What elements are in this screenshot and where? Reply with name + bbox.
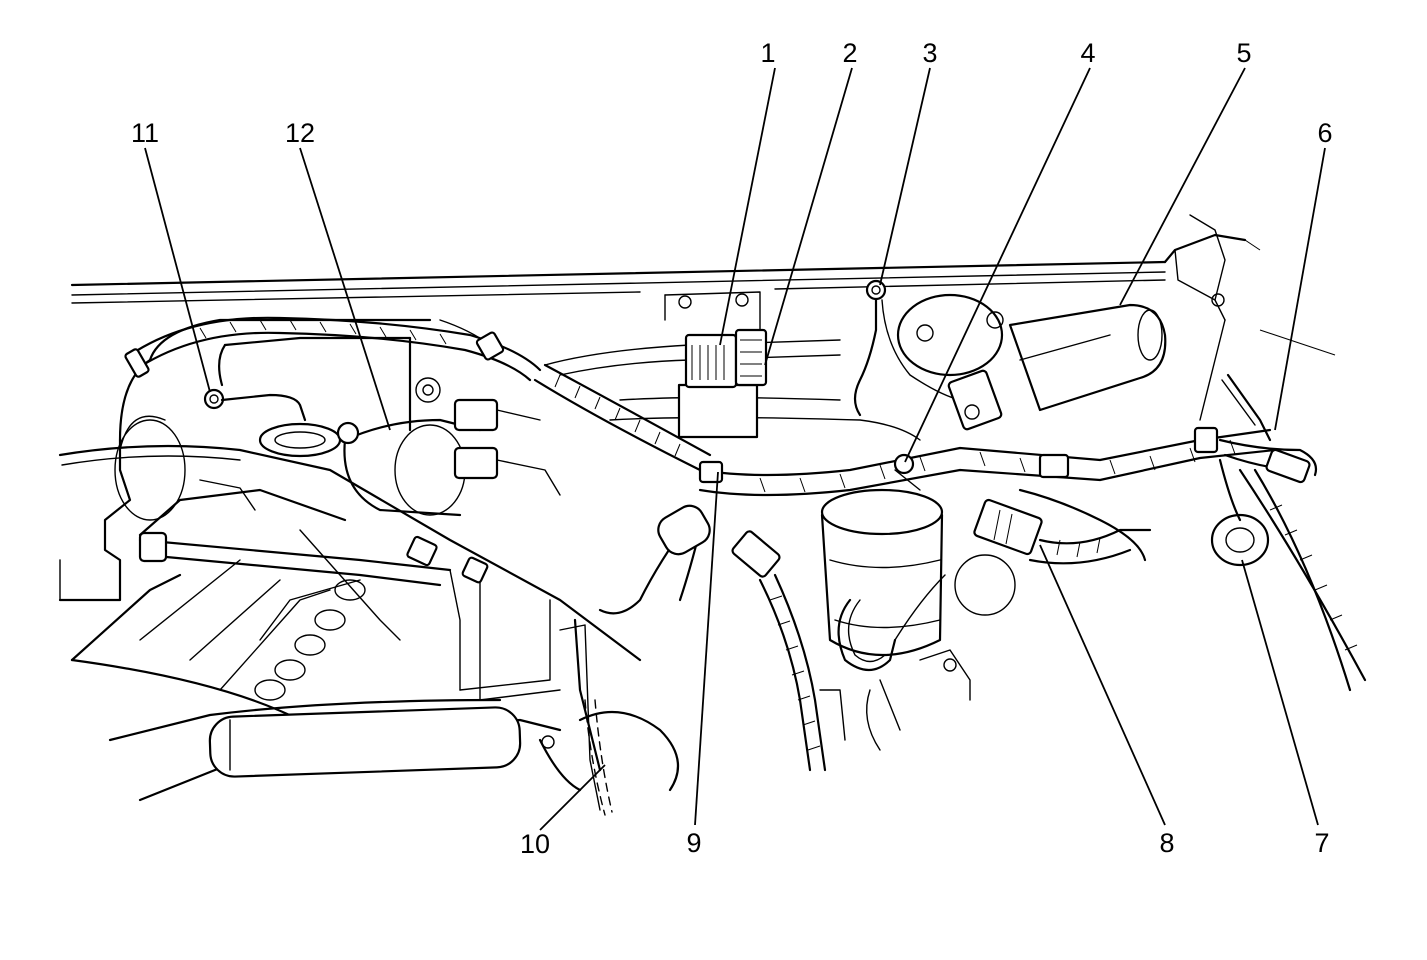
relay-block-1 — [664, 291, 768, 439]
wiper-motor-5 — [896, 293, 1167, 431]
callout-3: 3 — [922, 38, 937, 68]
leader-11 — [144, 147, 211, 393]
ground-terminal-3 — [853, 279, 961, 417]
leader-1 — [719, 67, 776, 346]
engine-block — [138, 479, 561, 701]
leader-2 — [764, 67, 853, 366]
leader-6 — [1274, 147, 1326, 431]
coolant-hose-10 — [108, 698, 680, 802]
callout-labels: 1 2 3 4 5 6 7 8 9 10 11 12 — [131, 38, 1333, 859]
leader-7 — [1241, 559, 1319, 826]
callout-4: 4 — [1080, 38, 1095, 68]
grommet-7 — [1210, 458, 1270, 567]
callout-12: 12 — [285, 118, 315, 148]
callout-11: 11 — [131, 118, 159, 148]
callout-10: 10 — [520, 829, 550, 859]
callout-2: 2 — [842, 38, 857, 68]
leader-12 — [299, 147, 391, 431]
leader-8 — [1039, 544, 1166, 826]
cowl-panel — [70, 214, 1336, 442]
leader-9 — [694, 471, 719, 826]
callout-6: 6 — [1317, 118, 1332, 148]
callout-5: 5 — [1236, 38, 1251, 68]
brake-reservoir — [820, 488, 1016, 751]
lower-harness — [559, 504, 846, 816]
leader-10 — [539, 764, 606, 831]
leader-5 — [1119, 67, 1246, 306]
ground-bolt-11 — [203, 388, 307, 422]
leader-4 — [904, 67, 1091, 463]
throttle-cable — [58, 444, 642, 662]
harness-strap-9 — [698, 460, 724, 484]
left-housing — [58, 358, 331, 722]
callout-9: 9 — [686, 828, 701, 858]
callout-8: 8 — [1159, 828, 1174, 858]
harness-clip-4 — [893, 453, 921, 491]
callout-leaders — [144, 67, 1326, 831]
callout-7: 7 — [1314, 828, 1329, 858]
right-harness-6 — [1218, 438, 1367, 692]
ignition-coil-12 — [258, 398, 561, 517]
connector-8 — [973, 488, 1152, 565]
leader-3 — [879, 67, 931, 286]
callout-1: 1 — [760, 38, 775, 68]
